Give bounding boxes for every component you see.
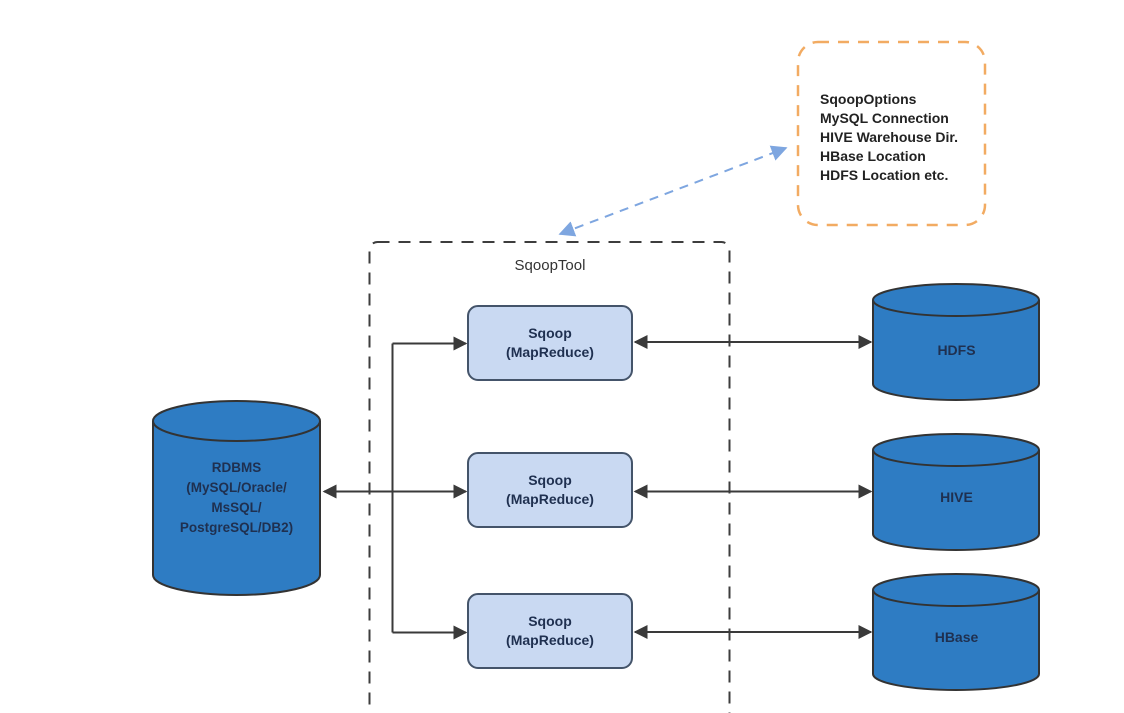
options-note-line: HIVE Warehouse Dir. bbox=[820, 129, 958, 145]
hdfs-cylinder-top bbox=[872, 283, 1040, 317]
options-note-line: HBase Location bbox=[820, 148, 926, 164]
sqoop-box-bottom bbox=[467, 593, 633, 669]
hive-cylinder-top bbox=[872, 433, 1040, 467]
sqoop-box-top bbox=[467, 305, 633, 381]
hbase-cylinder bbox=[872, 573, 1040, 691]
sqoop-box-middle bbox=[467, 452, 633, 528]
options-note-line: SqoopOptions bbox=[820, 91, 917, 107]
options-note-text: SqoopOptions MySQL Connection HIVE Wareh… bbox=[820, 90, 985, 185]
options-note-line: HDFS Location etc. bbox=[820, 167, 949, 183]
hive-cylinder bbox=[872, 433, 1040, 551]
options-link-arrow bbox=[558, 145, 788, 237]
rdbms-cylinder-top bbox=[152, 400, 321, 442]
rdbms-cylinder-body bbox=[152, 421, 321, 596]
rdbms-cylinder bbox=[152, 400, 321, 596]
hive-cylinder-body bbox=[872, 450, 1040, 551]
hdfs-cylinder-body bbox=[872, 300, 1040, 401]
options-note-line: MySQL Connection bbox=[820, 110, 949, 126]
options-note-border bbox=[796, 40, 987, 227]
hdfs-cylinder bbox=[872, 283, 1040, 401]
hbase-cylinder-body bbox=[872, 590, 1040, 691]
hbase-cylinder-top bbox=[872, 573, 1040, 607]
